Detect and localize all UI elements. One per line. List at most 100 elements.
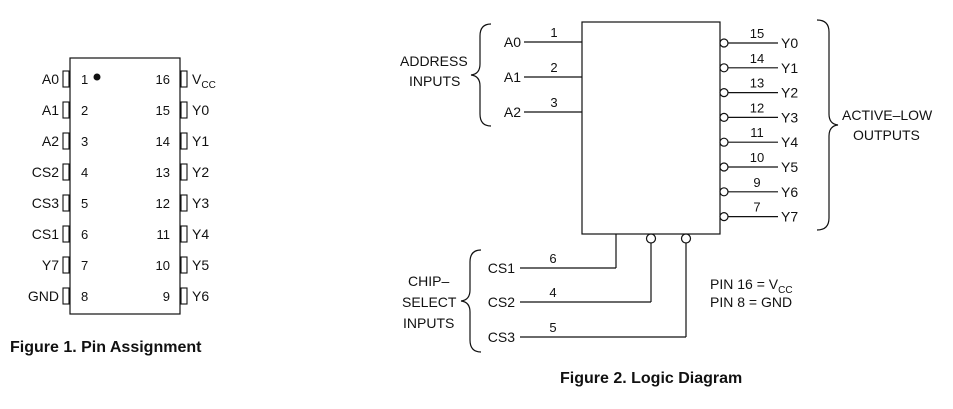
pin1-indicator-dot bbox=[93, 73, 101, 81]
pin-number-12: 12 bbox=[156, 196, 170, 211]
pin-name-cs3: CS3 bbox=[32, 195, 59, 211]
chip-select-pin-name-cs2: CS2 bbox=[488, 294, 515, 310]
pin-name-main: Y4 bbox=[192, 226, 209, 242]
output-pin-name-y3: Y3 bbox=[781, 109, 798, 125]
output-pin-number-11: 11 bbox=[750, 125, 764, 140]
pin-number-16: 16 bbox=[156, 72, 170, 87]
chip-select-pin-name-cs3: CS3 bbox=[488, 329, 515, 345]
outputs-brace bbox=[816, 19, 839, 231]
pin-stub-right bbox=[180, 194, 188, 212]
pin-name-y6: Y6 bbox=[192, 288, 209, 304]
active-low-bubble-y5 bbox=[719, 162, 729, 172]
decoder-block bbox=[581, 21, 721, 235]
output-pin-name-y7: Y7 bbox=[781, 209, 798, 225]
outputs-label-line1: ACTIVE–LOW bbox=[842, 107, 933, 123]
power-note-vcc-prefix: PIN 16 = V bbox=[710, 276, 779, 292]
output-pin-name-y1: Y1 bbox=[781, 60, 798, 76]
chip-select-brace bbox=[460, 249, 482, 353]
pin-name-main: Y6 bbox=[192, 288, 209, 304]
pin-name-main: Y1 bbox=[192, 133, 209, 149]
pin-name-y3: Y3 bbox=[192, 195, 209, 211]
figure2-caption: Figure 2. Logic Diagram bbox=[560, 370, 742, 387]
address-pin-number-3: 3 bbox=[550, 95, 557, 110]
output-pin-number-14: 14 bbox=[750, 51, 764, 66]
output-pin-name-y2: Y2 bbox=[781, 85, 798, 101]
address-pin-number-2: 2 bbox=[550, 60, 557, 75]
pin-number-9: 9 bbox=[163, 289, 170, 304]
pin-number-4: 4 bbox=[81, 165, 88, 180]
pin-stub-left bbox=[62, 101, 70, 119]
pin-stub-left bbox=[62, 225, 70, 243]
pin-name-y2: Y2 bbox=[192, 164, 209, 180]
pin-name-cs1: CS1 bbox=[32, 226, 59, 242]
pin-stub-left bbox=[62, 287, 70, 305]
ic-package-body bbox=[69, 57, 181, 315]
pin-stub-right bbox=[180, 132, 188, 150]
output-pin-number-13: 13 bbox=[750, 76, 764, 91]
pin-name-a2: A2 bbox=[42, 133, 59, 149]
output-pin-number-9: 9 bbox=[753, 175, 760, 190]
address-pin-name-a0: A0 bbox=[504, 34, 521, 50]
figure1-caption: Figure 1. Pin Assignment bbox=[10, 339, 202, 356]
pin-name-y7: Y7 bbox=[42, 257, 59, 273]
active-low-bubble-cs3 bbox=[680, 233, 692, 244]
output-pin-name-y4: Y4 bbox=[781, 134, 798, 150]
pin-name-gnd: GND bbox=[28, 288, 59, 304]
address-pin-name-a1: A1 bbox=[504, 69, 521, 85]
pin-name-main: Y3 bbox=[192, 195, 209, 211]
chip-select-label-line3: INPUTS bbox=[403, 315, 454, 331]
pin-name-y4: Y4 bbox=[192, 226, 209, 242]
active-low-bubble-y0 bbox=[719, 38, 729, 48]
pin-number-15: 15 bbox=[156, 103, 170, 118]
pin-number-10: 10 bbox=[156, 258, 170, 273]
pin-stub-left bbox=[62, 163, 70, 181]
pin-number-2: 2 bbox=[81, 103, 88, 118]
active-low-bubble-cs2 bbox=[645, 233, 657, 244]
pin-name-y1: Y1 bbox=[192, 133, 209, 149]
pin-number-8: 8 bbox=[81, 289, 88, 304]
output-pin-number-12: 12 bbox=[750, 100, 764, 115]
pin-number-11: 11 bbox=[157, 227, 171, 242]
active-low-bubble-y6 bbox=[719, 187, 729, 197]
active-low-bubble-y3 bbox=[719, 112, 729, 123]
pin-number-14: 14 bbox=[156, 134, 170, 149]
pin-number-3: 3 bbox=[81, 134, 88, 149]
address-label-line1: ADDRESS bbox=[400, 53, 468, 69]
pin-name-a1: A1 bbox=[42, 102, 59, 118]
power-note-vcc-sub: CC bbox=[778, 285, 792, 296]
address-pin-name-a2: A2 bbox=[504, 104, 521, 120]
pin-name-main: Y5 bbox=[192, 257, 209, 273]
pin-name-a0: A0 bbox=[42, 71, 59, 87]
output-pin-number-15: 15 bbox=[750, 26, 764, 41]
pin-stub-right bbox=[180, 70, 188, 88]
chip-select-pin-name-cs1: CS1 bbox=[488, 260, 515, 276]
output-pin-name-y5: Y5 bbox=[781, 159, 798, 175]
active-low-bubble-y2 bbox=[719, 87, 729, 98]
pin-stub-right bbox=[180, 225, 188, 243]
pin-number-5: 5 bbox=[81, 196, 88, 211]
pin-stub-right bbox=[180, 163, 188, 181]
pin-name-main: Y2 bbox=[192, 164, 209, 180]
pin-stub-left bbox=[62, 256, 70, 274]
active-low-bubble-y4 bbox=[719, 137, 729, 147]
pin-name-main: Y0 bbox=[192, 102, 209, 118]
chip-select-pin-number-5: 5 bbox=[549, 320, 556, 335]
chip-select-pin-number-4: 4 bbox=[549, 285, 556, 300]
pin-stub-right bbox=[180, 101, 188, 119]
address-brace bbox=[470, 23, 492, 127]
active-low-bubble-y1 bbox=[719, 63, 729, 73]
pin-stub-left bbox=[62, 132, 70, 150]
pin-name-y5: Y5 bbox=[192, 257, 209, 273]
power-note-vcc: PIN 16 = VCC bbox=[710, 276, 793, 296]
chip-select-label-line2: SELECT bbox=[402, 294, 457, 310]
active-low-bubble-y7 bbox=[719, 212, 729, 222]
pin-stub-left bbox=[62, 194, 70, 212]
pin-name-cs2: CS2 bbox=[32, 164, 59, 180]
